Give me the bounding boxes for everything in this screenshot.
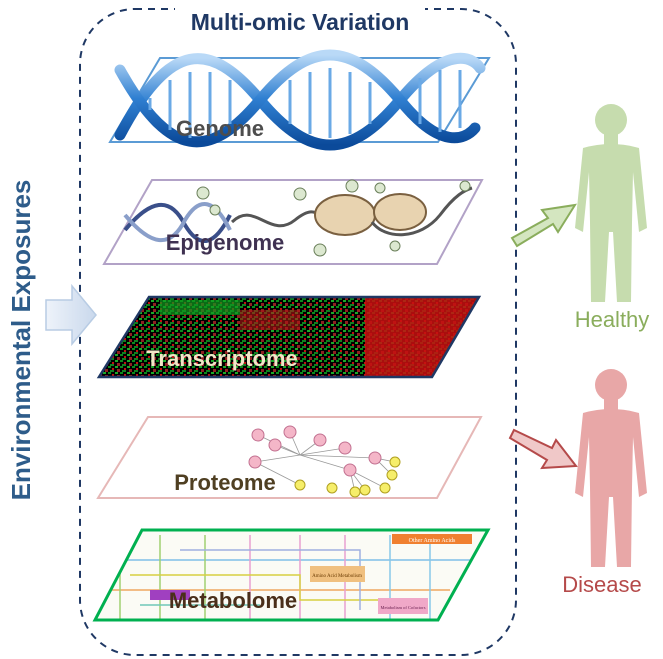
healthy-human-figure-icon <box>575 104 647 302</box>
proteome-label: Proteome <box>174 470 275 495</box>
title-backdrop <box>175 6 425 36</box>
disease-human-figure-icon <box>575 369 647 567</box>
environmental-exposures-label: Environmental Exposures <box>6 180 36 501</box>
metabolome-tag-amino-acid-metabolism: Amino Acid Metabolism <box>312 574 362 579</box>
metabolome-layer: Other Amino Acids Amino Acid Metabolism … <box>92 528 491 622</box>
diagram-title: Multi-omic Variation <box>191 9 410 35</box>
genome-layer: Genome <box>108 49 491 151</box>
chromatin-icon <box>123 179 473 257</box>
proteome-layer: Proteome <box>96 416 483 499</box>
transcriptome-layer: Transcriptome <box>96 295 482 379</box>
disease-arrow <box>508 428 578 470</box>
genome-label: Genome <box>176 116 264 141</box>
metabolome-tag-amino-acids: Other Amino Acids <box>409 538 456 544</box>
dna-helix-icon <box>114 49 486 151</box>
metabolic-map <box>100 534 472 620</box>
protein-nodes <box>248 425 401 498</box>
epigenome-layer: Epigenome <box>102 179 484 265</box>
metabolome-label: Metabolome <box>169 588 297 613</box>
transcriptome-label: Transcriptome <box>146 346 298 371</box>
healthy-arrow <box>510 203 578 248</box>
epigenome-label: Epigenome <box>166 230 285 255</box>
metabolome-tag-cofactors: Metabolism of Cofactors <box>381 605 426 610</box>
disease-label: Disease <box>562 572 641 597</box>
exposure-arrow <box>45 283 97 347</box>
healthy-label: Healthy <box>575 307 650 332</box>
